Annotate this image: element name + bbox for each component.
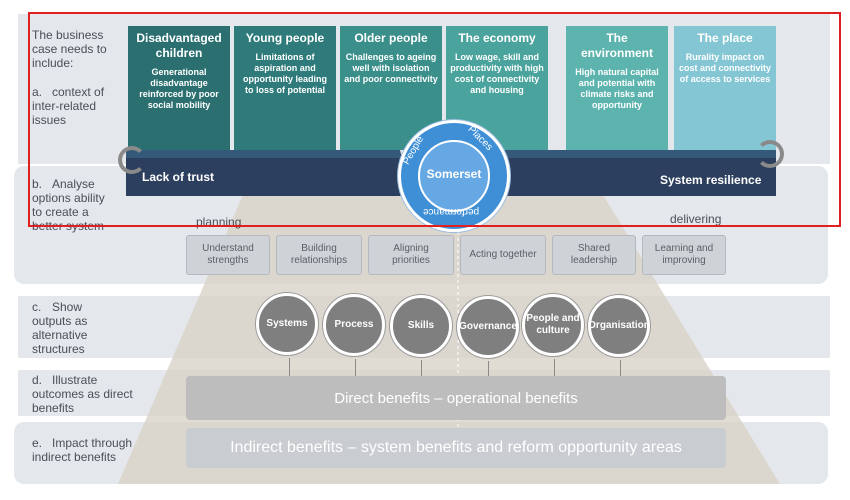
structure-process: Process [323,294,385,356]
action-acting-together: Acting together [460,235,546,275]
issue-title: Disadvantaged children [136,31,222,60]
issue-desc: Challenges to ageing well with isolation… [344,52,438,84]
step-c: c.Show outputs as alternative structures [32,300,88,356]
structure-skills: Skills [390,295,452,357]
issue-the-environment: The environment High natural capital and… [566,26,668,150]
issue-desc: High natural capital and potential with … [575,67,659,110]
action-understand-strengths: Understand strengths [186,235,270,275]
issue-disadvantaged-children: Disadvantaged children Generational disa… [128,26,230,150]
action-learning-and-improving: Learning and improving [642,235,726,275]
issue-desc: Rurality impact on cost and connectivity… [678,52,772,84]
structure-people-and-culture: People and culture [522,294,584,356]
structure-organisation: Organisation [588,295,650,357]
hub-inner-circle [418,140,490,212]
action-building-relationships: Building relationships [276,235,362,275]
delivering-label: delivering [670,212,722,226]
issue-desc: Generational disadvantage reinforced by … [139,67,219,110]
step-e: e.Impact through indirect benefits [32,436,133,464]
rotate-left-icon [118,146,146,174]
structure-systems: Systems [256,293,318,355]
intro-text: The business case needs to include: [32,28,107,70]
system-resilience-label: System resilience [660,173,762,187]
issue-desc: Low wage, skill and productivity with hi… [450,52,544,95]
connector-line [355,359,356,380]
issue-the-place: The place Rurality impact on cost and co… [674,26,776,150]
direct-benefits-bar: Direct benefits – operational benefits [186,376,726,420]
connector-line [554,359,555,380]
issue-title: The economy [458,31,536,45]
highlight-box [28,12,841,227]
issue-title: The place [697,31,753,45]
connector-line [421,360,422,380]
structure-governance: Governance [457,296,519,358]
issue-desc: Limitations of aspiration and opportunit… [243,52,327,95]
lack-of-trust-label: Lack of trust [142,170,215,184]
issue-title: Young people [245,31,325,45]
step-a: a.context of inter-related issues [32,85,105,127]
issue-young-people: Young people Limitations of aspiration a… [234,26,336,150]
indirect-benefits-bar: Indirect benefits – system benefits and … [186,428,726,468]
issue-title: The environment [580,31,653,60]
connector-line [488,361,489,380]
hub-center-label: Somerset [426,167,482,181]
issue-title: Older people [354,31,428,45]
step-d: d.Illustrate outcomes as direct benefits [32,373,133,415]
rotate-right-icon [756,140,784,168]
action-aligning-priorities: Aligning priorities [368,235,454,275]
action-shared-leadership: Shared leadership [552,235,636,275]
issue-older-people: Older people Challenges to ageing well w… [340,26,442,150]
connector-line [289,358,290,380]
connector-line [620,360,621,380]
